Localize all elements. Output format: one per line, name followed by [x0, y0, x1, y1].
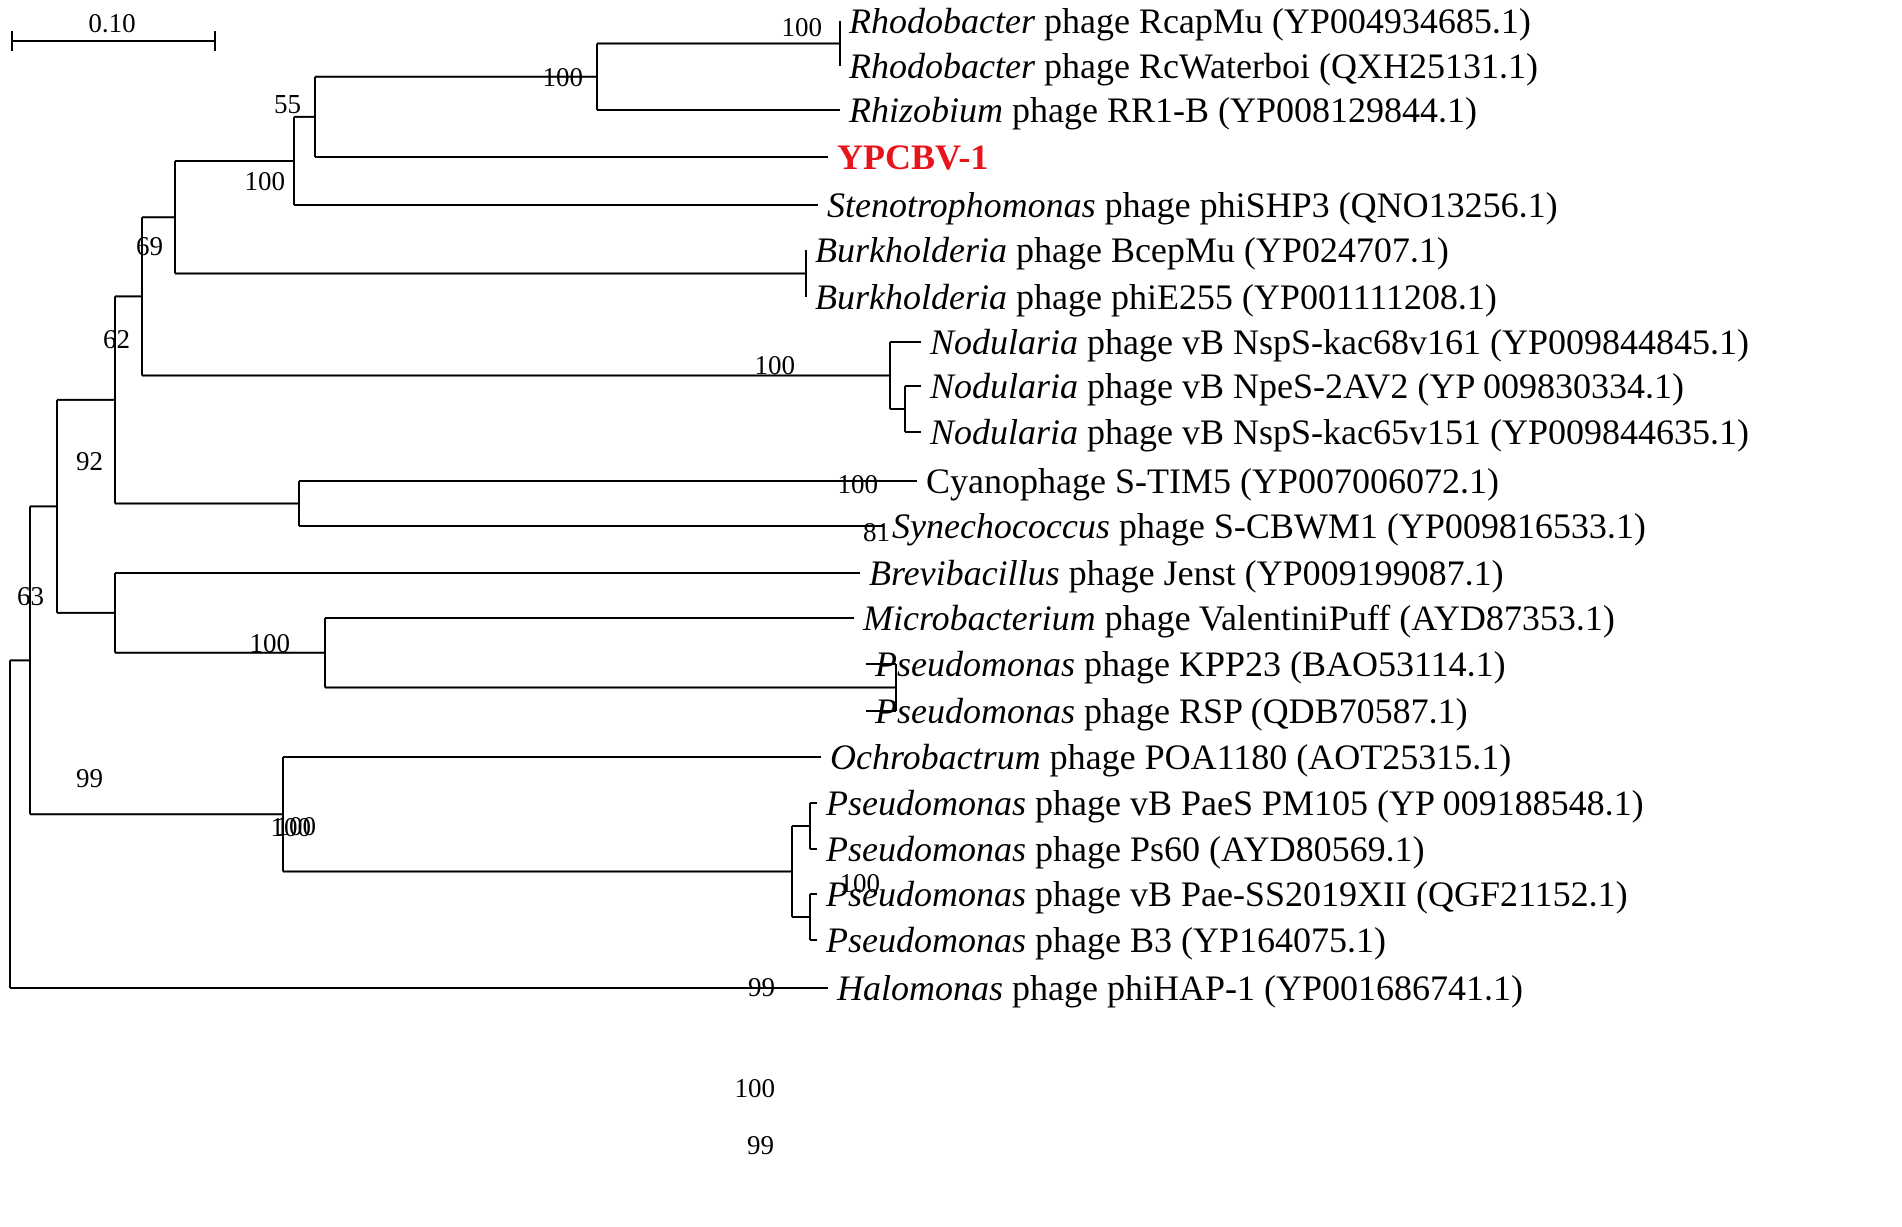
taxon-name: phage vB NspS-kac68v161 (YP009844845.1): [1078, 322, 1749, 362]
taxon-genus: Stenotrophomonas: [827, 185, 1096, 225]
taxon-name: phage S-CBWM1 (YP009816533.1): [1110, 506, 1646, 546]
bootstrap-value: 99: [76, 763, 103, 793]
taxon-name: phage RcapMu (YP004934685.1): [1035, 1, 1531, 41]
bootstrap-value: 92: [76, 446, 103, 476]
taxon-genus: Pseudomonas: [874, 691, 1075, 731]
tree-branches: [9, 21, 921, 989]
taxon-label: Ochrobactrum phage POA1180 (AOT25315.1): [830, 737, 1511, 777]
taxon-label: Burkholderia phage phiE255 (YP001111208.…: [815, 277, 1497, 317]
taxon-label: Synechococcus phage S-CBWM1 (YP009816533…: [892, 506, 1646, 546]
taxon-label: Pseudomonas phage B3 (YP164075.1): [825, 920, 1386, 960]
taxon-genus: Halomonas: [836, 968, 1003, 1008]
bootstrap-value: 100: [840, 868, 881, 898]
taxon-label: Rhizobium phage RR1-B (YP008129844.1): [848, 90, 1477, 130]
taxon-label: Microbacterium phage ValentiniPuff (AYD8…: [862, 598, 1615, 638]
taxon-genus: Ochrobactrum: [830, 737, 1041, 777]
bootstrap-value: 62: [103, 324, 130, 354]
taxon-name: phage phiHAP-1 (YP001686741.1): [1003, 968, 1523, 1008]
taxon-genus: Nodularia: [929, 322, 1078, 362]
taxon-label: Rhodobacter phage RcWaterboi (QXH25131.1…: [848, 46, 1538, 86]
bootstrap-value: 100: [782, 12, 823, 42]
taxon-name: YPCBV-1: [837, 137, 988, 177]
taxon-genus: Burkholderia: [815, 277, 1007, 317]
taxon-name: phage RcWaterboi (QXH25131.1): [1035, 46, 1538, 86]
taxon-genus: Microbacterium: [862, 598, 1096, 638]
taxon-label: Rhodobacter phage RcapMu (YP004934685.1): [848, 1, 1531, 41]
taxon-genus: Rhodobacter: [848, 46, 1036, 86]
taxon-name: phage vB PaeS PM105 (YP 009188548.1): [1026, 783, 1644, 823]
taxon-label: Brevibacillus phage Jenst (YP009199087.1…: [869, 553, 1504, 593]
bootstrap-value: 100: [250, 628, 291, 658]
taxon-name: phage POA1180 (AOT25315.1): [1041, 737, 1512, 777]
taxon-genus: Brevibacillus: [869, 553, 1060, 593]
bootstrap-value: 99: [747, 1130, 774, 1160]
taxon-name: phage phiSHP3 (QNO13256.1): [1096, 185, 1558, 225]
taxon-name: phage phiE255 (YP001111208.1): [1007, 277, 1497, 317]
taxon-genus: Pseudomonas: [874, 644, 1075, 684]
taxon-name: phage vB NspS-kac65v151 (YP009844635.1): [1078, 412, 1749, 452]
taxon-label: Nodularia phage vB NspS-kac68v161 (YP009…: [929, 322, 1749, 362]
taxon-name: phage ValentiniPuff (AYD87353.1): [1096, 598, 1615, 638]
taxon-genus: Rhodobacter: [848, 1, 1036, 41]
taxon-genus: Pseudomonas: [825, 874, 1026, 914]
taxon-genus: Burkholderia: [815, 230, 1007, 270]
bootstrap-labels: 1001005510069100621008192100639910010010…: [17, 12, 890, 1160]
taxon-label: Nodularia phage vB NspS-kac65v151 (YP009…: [929, 412, 1749, 452]
taxon-genus: Pseudomonas: [825, 783, 1026, 823]
bootstrap-value: 69: [136, 231, 163, 261]
bootstrap-value: 100: [838, 469, 879, 499]
taxon-name: phage Jenst (YP009199087.1): [1060, 553, 1504, 593]
taxon-label: Pseudomonas phage vB PaeS PM105 (YP 0091…: [825, 783, 1644, 823]
scale-bar-label: 0.10: [88, 8, 135, 38]
bootstrap-value: 100: [245, 166, 286, 196]
taxon-genus: Pseudomonas: [825, 829, 1026, 869]
taxon-genus: Nodularia: [929, 412, 1078, 452]
taxon-label: YPCBV-1: [837, 137, 988, 177]
taxon-name: phage vB Pae-SS2019XII (QGF21152.1): [1026, 874, 1628, 914]
taxon-label: Pseudomonas phage KPP23 (BAO53114.1): [874, 644, 1506, 684]
taxon-name: phage RSP (QDB70587.1): [1075, 691, 1468, 731]
taxon-genus: Pseudomonas: [825, 920, 1026, 960]
bootstrap-value: 81: [863, 517, 890, 547]
taxon-label: Pseudomonas phage RSP (QDB70587.1): [874, 691, 1468, 731]
taxon-name: phage B3 (YP164075.1): [1026, 920, 1386, 960]
bootstrap-value: 63: [17, 581, 44, 611]
taxon-label: Stenotrophomonas phage phiSHP3 (QNO13256…: [827, 185, 1558, 225]
taxon-name: phage vB NpeS-2AV2 (YP 009830334.1): [1078, 366, 1684, 406]
taxon-label: Halomonas phage phiHAP-1 (YP001686741.1): [836, 968, 1523, 1008]
bootstrap-value: 100: [735, 1073, 776, 1103]
taxon-genus: Nodularia: [929, 366, 1078, 406]
taxon-label: Cyanophage S-TIM5 (YP007006072.1): [926, 461, 1499, 501]
bootstrap-value: 100: [271, 812, 312, 842]
taxon-name: phage Ps60 (AYD80569.1): [1026, 829, 1425, 869]
taxon-genus: Rhizobium: [848, 90, 1003, 130]
taxon-label: Nodularia phage vB NpeS-2AV2 (YP 0098303…: [929, 366, 1684, 406]
taxon-label: Pseudomonas phage vB Pae-SS2019XII (QGF2…: [825, 874, 1628, 914]
scale-bar: 0.10: [11, 8, 216, 51]
taxon-label: Pseudomonas phage Ps60 (AYD80569.1): [825, 829, 1425, 869]
taxon-labels: Rhodobacter phage RcapMu (YP004934685.1)…: [815, 1, 1749, 1008]
taxon-label: Burkholderia phage BcepMu (YP024707.1): [815, 230, 1449, 270]
taxon-name: phage BcepMu (YP024707.1): [1007, 230, 1449, 270]
bootstrap-value: 100: [755, 350, 796, 380]
taxon-name: Cyanophage S-TIM5 (YP007006072.1): [926, 461, 1499, 501]
bootstrap-value: 100: [543, 62, 584, 92]
taxon-name: phage RR1-B (YP008129844.1): [1003, 90, 1477, 130]
bootstrap-value: 55: [274, 89, 301, 119]
taxon-genus: Synechococcus: [892, 506, 1110, 546]
bootstrap-value: 99: [748, 972, 775, 1002]
taxon-name: phage KPP23 (BAO53114.1): [1075, 644, 1506, 684]
bootstrap-value: 100: [276, 811, 317, 841]
